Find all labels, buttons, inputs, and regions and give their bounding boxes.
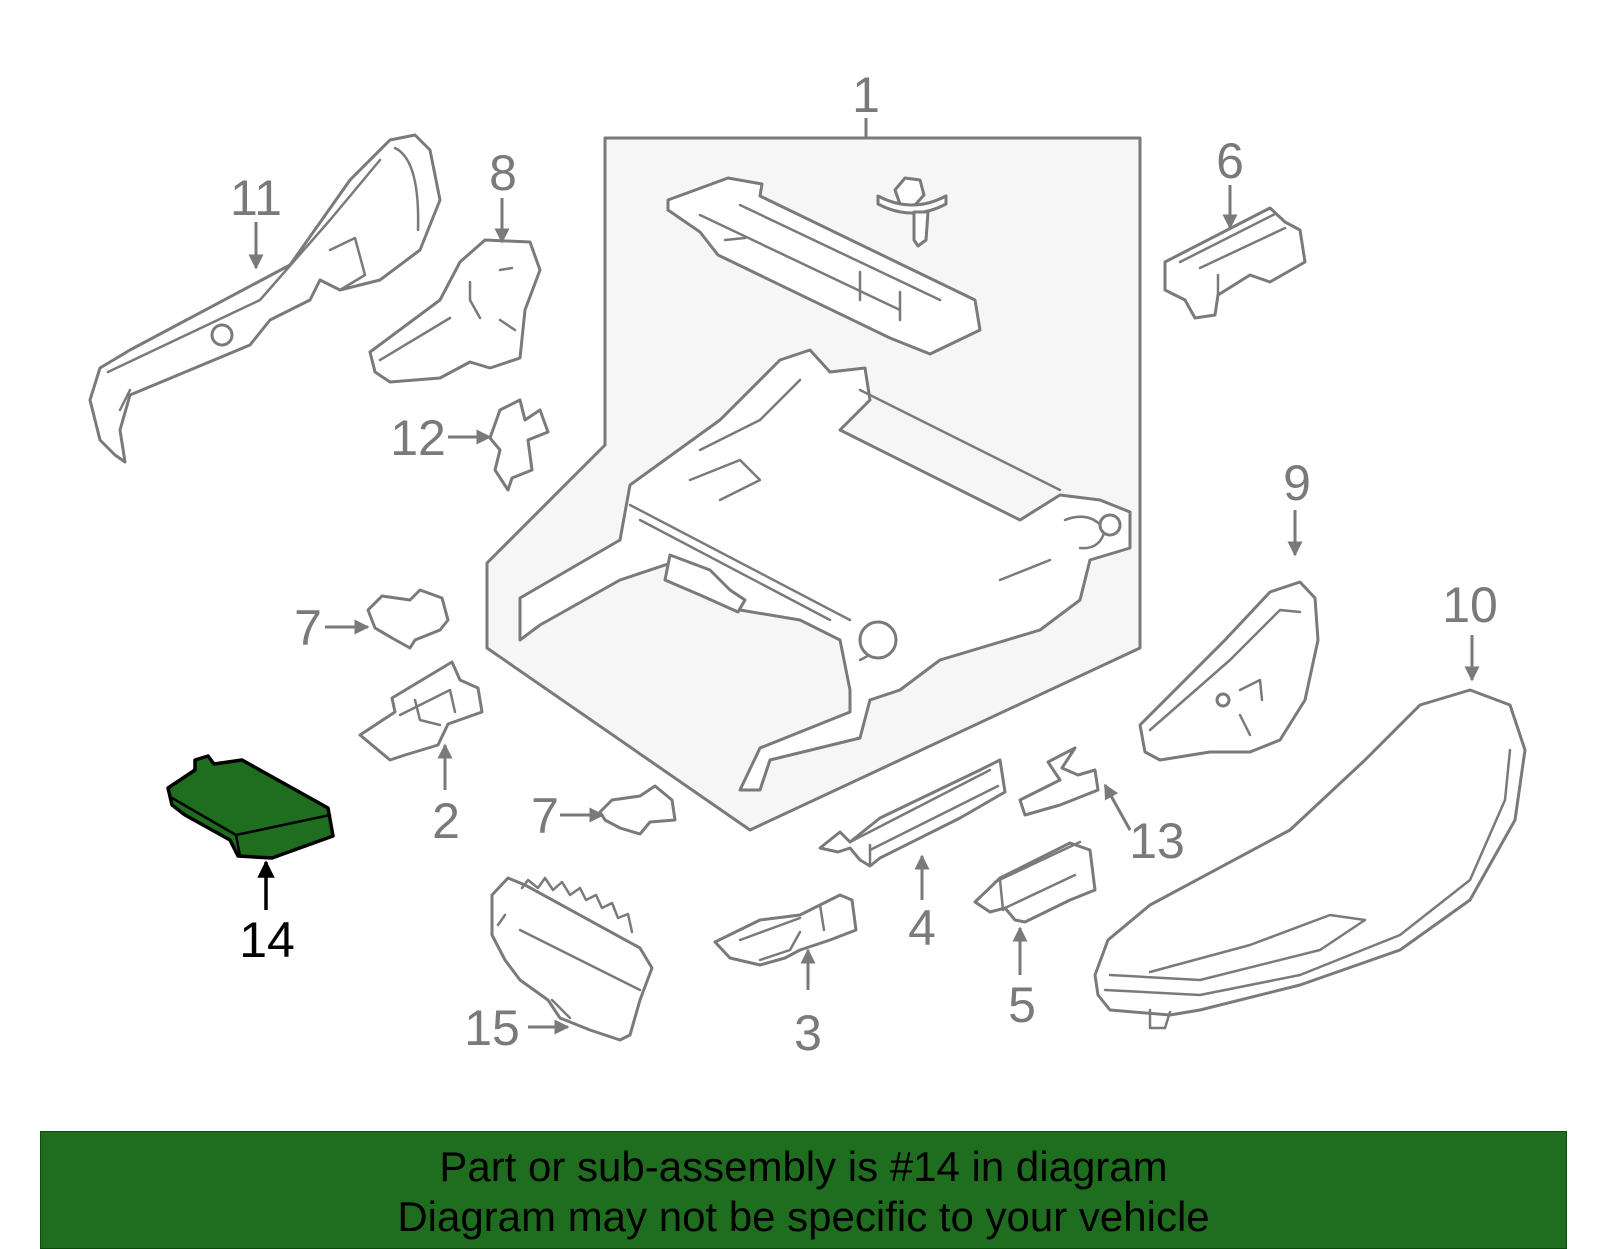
track-cover-6[interactable] xyxy=(1163,206,1307,320)
label-7-lower: 7 xyxy=(531,788,559,844)
banner-line-disclaimer: Diagram may not be specific to your vehi… xyxy=(397,1193,1210,1240)
label-11: 11 xyxy=(230,170,282,226)
clip-13[interactable] xyxy=(1018,746,1100,817)
clip-7-lower[interactable] xyxy=(598,784,677,836)
seat-side-shield-10[interactable] xyxy=(1093,688,1527,1030)
label-10: 10 xyxy=(1442,577,1498,633)
rail-cover-4[interactable] xyxy=(818,758,1007,868)
label-14: 14 xyxy=(239,912,295,968)
label-8: 8 xyxy=(489,145,517,201)
label-12: 12 xyxy=(390,410,446,466)
callout-labels: 1 11 8 12 6 7 2 7 9 10 13 4 3 5 15 14 xyxy=(230,67,1498,1061)
label-5: 5 xyxy=(1008,977,1036,1033)
part-14-shape xyxy=(166,754,335,860)
label-3: 3 xyxy=(794,1005,822,1061)
info-banner: Part or sub-assembly is #14 in diagram D… xyxy=(40,1131,1567,1249)
label-13: 13 xyxy=(1129,813,1185,869)
inner-cover-9[interactable] xyxy=(1138,580,1320,762)
label-9: 9 xyxy=(1283,455,1311,511)
clip-12[interactable] xyxy=(488,398,550,492)
end-cap-3[interactable] xyxy=(713,893,858,967)
end-cap-2[interactable] xyxy=(358,660,484,762)
label-2: 2 xyxy=(432,793,460,849)
rail-cover-5[interactable] xyxy=(973,840,1097,924)
label-15: 15 xyxy=(464,1000,520,1056)
label-6: 6 xyxy=(1216,133,1244,189)
label-7-upper: 7 xyxy=(294,600,322,656)
control-module-15[interactable] xyxy=(490,876,654,1042)
banner-line-part: Part or sub-assembly is #14 in diagram xyxy=(439,1143,1168,1190)
clip-7-upper[interactable] xyxy=(366,588,450,650)
highlighted-part-14[interactable] xyxy=(166,754,335,860)
outer-trim-cover[interactable] xyxy=(88,133,442,464)
leader-lines xyxy=(248,118,1480,1035)
label-4: 4 xyxy=(908,900,936,956)
inner-bracket-cover[interactable] xyxy=(368,238,542,384)
bolt-icon xyxy=(876,176,948,248)
label-1: 1 xyxy=(852,67,880,123)
seat-track-assembly[interactable] xyxy=(485,136,1142,832)
